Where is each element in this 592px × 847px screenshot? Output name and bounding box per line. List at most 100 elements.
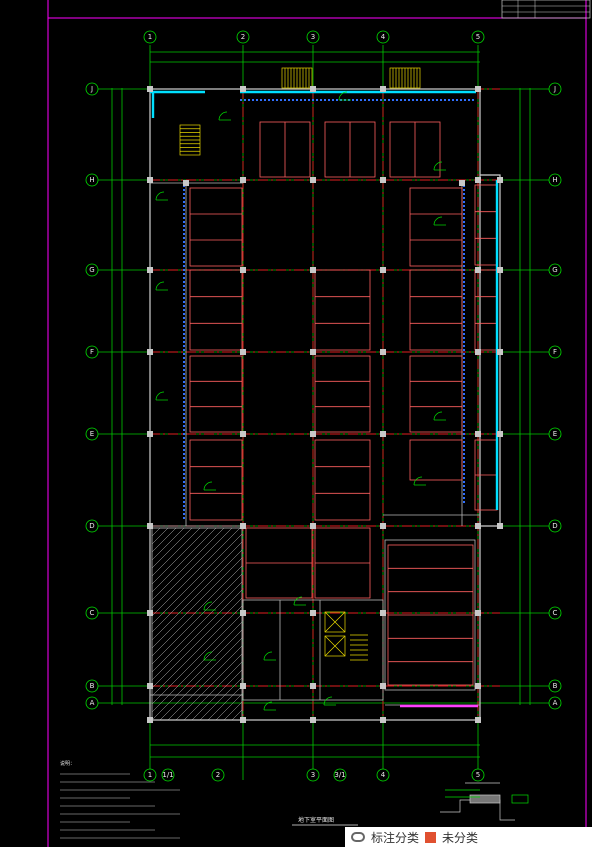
grid-bubble-right-A: A bbox=[548, 696, 562, 710]
column bbox=[380, 267, 386, 273]
grid-bubble-right-E: E bbox=[548, 427, 562, 441]
svg-text:2: 2 bbox=[216, 771, 220, 779]
column bbox=[310, 177, 316, 183]
column bbox=[147, 523, 153, 529]
door-symbol bbox=[203, 601, 216, 611]
svg-text:A: A bbox=[553, 699, 558, 707]
column bbox=[475, 717, 481, 723]
column bbox=[380, 431, 386, 437]
svg-text:E: E bbox=[90, 430, 94, 438]
svg-text:E: E bbox=[553, 430, 557, 438]
svg-text:J: J bbox=[553, 85, 556, 93]
svg-text:G: G bbox=[89, 266, 94, 274]
column bbox=[183, 180, 189, 186]
door-symbol bbox=[293, 596, 306, 606]
grid-bubble-bottom-4: 3/1 bbox=[333, 768, 347, 782]
grid-bubble-left-G: G bbox=[85, 263, 99, 277]
svg-text:C: C bbox=[90, 609, 95, 617]
grid-bubble-right-B: B bbox=[548, 679, 562, 693]
column bbox=[380, 717, 386, 723]
door-symbol bbox=[218, 111, 231, 121]
watermark-label-1[interactable]: 标注分类 bbox=[371, 830, 420, 845]
svg-text:3: 3 bbox=[311, 33, 315, 41]
column bbox=[475, 610, 481, 616]
column bbox=[497, 177, 503, 183]
parking-stalls-top bbox=[259, 121, 441, 178]
svg-text:C: C bbox=[553, 609, 558, 617]
svg-text:F: F bbox=[90, 348, 94, 356]
hatched-room bbox=[151, 527, 243, 721]
column bbox=[147, 177, 153, 183]
door-symbol bbox=[338, 91, 351, 101]
grid-bubble-right-D: D bbox=[548, 519, 562, 533]
column bbox=[475, 523, 481, 529]
parking-stalls bbox=[189, 184, 498, 686]
door-symbol bbox=[433, 411, 446, 421]
svg-text:D: D bbox=[89, 522, 94, 530]
grid-bubble-bottom-6: 5 bbox=[471, 768, 485, 782]
door-symbol bbox=[155, 191, 168, 201]
door-symbol bbox=[203, 651, 216, 661]
column bbox=[475, 267, 481, 273]
svg-text:1: 1 bbox=[148, 33, 152, 41]
column bbox=[310, 431, 316, 437]
door-symbol bbox=[323, 696, 336, 706]
column bbox=[497, 267, 503, 273]
svg-text:3/1: 3/1 bbox=[334, 771, 345, 779]
column bbox=[147, 610, 153, 616]
svg-text:J: J bbox=[90, 85, 93, 93]
drawing-title-label: 地下室平面图 bbox=[298, 816, 334, 824]
notes-block: 说明： bbox=[60, 760, 180, 839]
detail-section bbox=[440, 782, 529, 821]
column bbox=[310, 349, 316, 355]
column bbox=[240, 267, 246, 273]
svg-text:1/1: 1/1 bbox=[162, 771, 173, 779]
svg-text:2: 2 bbox=[241, 33, 245, 41]
door-symbol bbox=[263, 701, 276, 711]
grid-bubble-bottom-1: 1/1 bbox=[161, 768, 175, 782]
column bbox=[310, 683, 316, 689]
column bbox=[240, 431, 246, 437]
column bbox=[240, 523, 246, 529]
column bbox=[147, 267, 153, 273]
svg-text:D: D bbox=[552, 522, 557, 530]
grid-bubble-left-B: B bbox=[85, 679, 99, 693]
grid-bubble-left-J: J bbox=[85, 82, 99, 96]
column bbox=[380, 177, 386, 183]
door-symbol bbox=[155, 281, 168, 291]
annotation-watermark-bar[interactable]: 标注分类 未分类 bbox=[345, 827, 592, 847]
column bbox=[475, 349, 481, 355]
windows bbox=[150, 90, 499, 708]
door-symbol bbox=[155, 391, 168, 401]
svg-text:1: 1 bbox=[148, 771, 152, 779]
column bbox=[310, 86, 316, 92]
column bbox=[475, 177, 481, 183]
column bbox=[475, 431, 481, 437]
watermark-label-2[interactable]: 未分类 bbox=[442, 830, 479, 845]
red-square-icon bbox=[425, 831, 437, 843]
grid-bubble-bottom-2: 2 bbox=[211, 768, 225, 782]
baidu-paw-icon bbox=[351, 832, 365, 842]
column bbox=[147, 86, 153, 92]
grid-bubble-right-J: J bbox=[548, 82, 562, 96]
column bbox=[380, 349, 386, 355]
column bbox=[459, 180, 465, 186]
grid-bubble-top-2: 2 bbox=[236, 30, 250, 44]
grid-bubble-bottom-5: 4 bbox=[376, 768, 390, 782]
svg-text:H: H bbox=[552, 176, 557, 184]
grid-bubble-top-5: 5 bbox=[471, 30, 485, 44]
grid-bubble-right-F: F bbox=[548, 345, 562, 359]
grid-bubble-bottom-0: 1 bbox=[143, 768, 157, 782]
svg-text:H: H bbox=[89, 176, 94, 184]
door-symbol bbox=[263, 651, 276, 661]
column bbox=[497, 523, 503, 529]
column bbox=[380, 86, 386, 92]
columns bbox=[147, 86, 503, 723]
column bbox=[497, 349, 503, 355]
annotations bbox=[155, 91, 446, 711]
grid-bubble-top-4: 4 bbox=[376, 30, 390, 44]
svg-text:B: B bbox=[553, 682, 558, 690]
svg-text:4: 4 bbox=[381, 771, 386, 779]
